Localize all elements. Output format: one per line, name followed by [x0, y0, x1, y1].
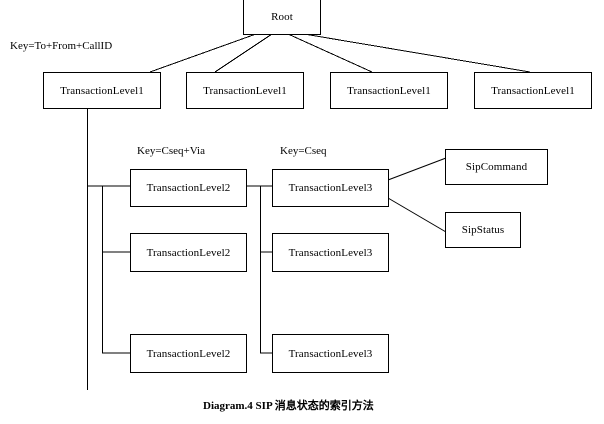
node-root-label: Root	[271, 11, 293, 23]
node-label: TransactionLevel3	[288, 347, 373, 360]
node-label: TransactionLevel1	[491, 84, 575, 97]
node-transaction-level3-2[interactable]: TransactionLevel3	[272, 233, 389, 272]
node-label: TransactionLevel2	[146, 182, 231, 194]
node-root[interactable]: Root	[243, 0, 321, 35]
node-transaction-level2-1[interactable]: TransactionLevel2	[130, 169, 247, 207]
edge-root-to-level1-4	[303, 33, 531, 73]
edge-root-to-level1-2	[214, 33, 273, 73]
node-label: SipCommand	[465, 161, 528, 173]
node-transaction-level2-3[interactable]: TransactionLevel2	[130, 334, 247, 373]
node-transaction-level1-3[interactable]: TransactionLevel1	[330, 72, 448, 109]
node-sip-command[interactable]: SipCommand	[445, 149, 548, 185]
edge-level3-to-sipstatus	[387, 197, 447, 233]
node-label: TransactionLevel2	[146, 347, 231, 360]
edge-level3-to-sipcommand	[387, 157, 447, 181]
node-label: TransactionLevel3	[288, 246, 373, 259]
label-level2-key: Key=Cseq+Via	[137, 145, 205, 157]
node-transaction-level3-3[interactable]: TransactionLevel3	[272, 334, 389, 373]
node-label: TransactionLevel2	[146, 246, 231, 259]
node-label: TransactionLevel1	[60, 84, 144, 97]
node-label: TransactionLevel3	[288, 182, 373, 194]
node-label: SipStatus	[461, 224, 505, 236]
diagram-caption: Diagram.4 SIP 消息状态的索引方法	[203, 400, 374, 412]
node-transaction-level1-4[interactable]: TransactionLevel1	[474, 72, 592, 109]
node-label: TransactionLevel1	[203, 84, 287, 97]
edge-root-to-level1-1	[149, 33, 257, 73]
label-level3-key: Key=Cseq	[280, 145, 327, 157]
node-transaction-level1-1[interactable]: TransactionLevel1	[43, 72, 161, 109]
node-transaction-level1-2[interactable]: TransactionLevel1	[186, 72, 304, 109]
node-transaction-level3-1[interactable]: TransactionLevel3	[272, 169, 389, 207]
node-sip-status[interactable]: SipStatus	[445, 212, 521, 248]
label-level1-key: Key=To+From+CallID	[10, 40, 113, 52]
edge-root-to-level1-3	[287, 33, 373, 73]
node-transaction-level2-2[interactable]: TransactionLevel2	[130, 233, 247, 272]
node-label: TransactionLevel1	[347, 84, 431, 97]
